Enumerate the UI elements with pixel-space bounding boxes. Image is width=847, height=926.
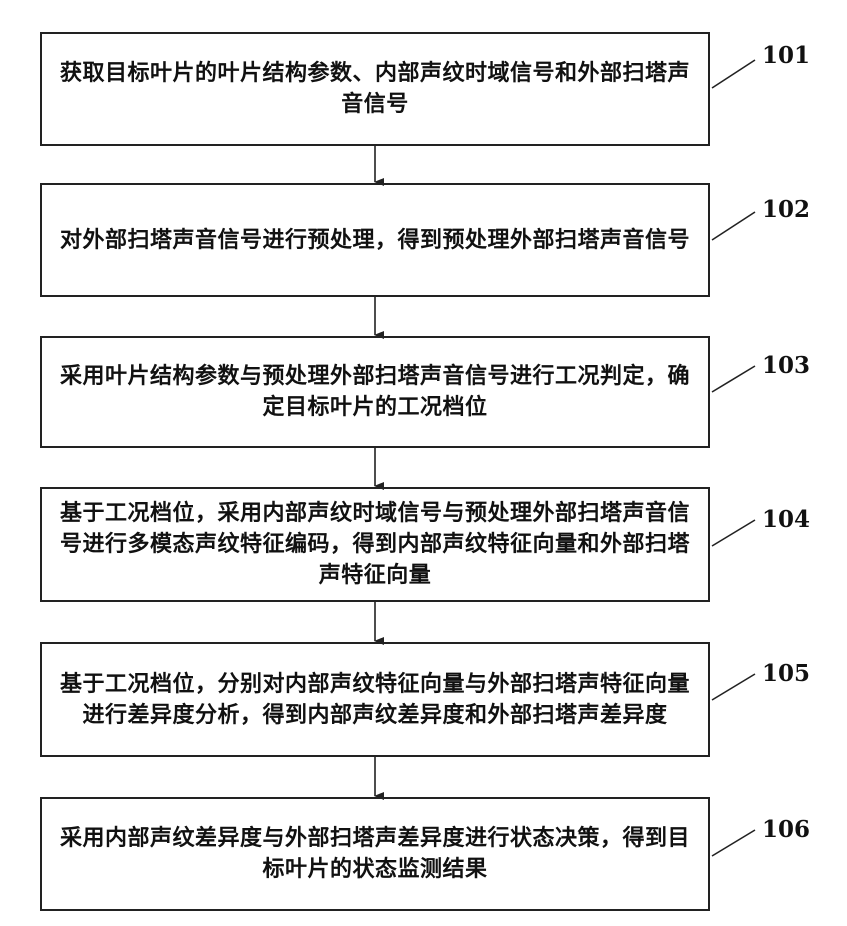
step-text-102: 对外部扫塔声音信号进行预处理，得到预处理外部扫塔声音信号	[44, 225, 706, 256]
step-number-102: 102	[762, 196, 810, 223]
step-number-104: 104	[762, 506, 810, 533]
step-box-101: 获取目标叶片的叶片结构参数、内部声纹时域信号和外部扫塔声音信号	[40, 32, 710, 146]
step-text-103: 采用叶片结构参数与预处理外部扫塔声音信号进行工况判定，确定目标叶片的工况档位	[42, 361, 708, 423]
step-102-label: 对外部扫塔声音信号进行预处理，得到预处理外部扫塔声音信号	[60, 227, 690, 253]
step-number-103: 103	[762, 352, 810, 379]
step-number-105: 105	[762, 660, 810, 687]
leader-line-105	[712, 674, 755, 700]
step-number-106: 106	[762, 816, 810, 843]
step-text-104: 基于工况档位，采用内部声纹时域信号与预处理外部扫塔声音信号进行多模态声纹特征编码…	[42, 498, 708, 591]
step-text-106: 采用内部声纹差异度与外部扫塔声差异度进行状态决策，得到目标叶片的状态监测结果	[42, 823, 708, 885]
step-box-104: 基于工况档位，采用内部声纹时域信号与预处理外部扫塔声音信号进行多模态声纹特征编码…	[40, 487, 710, 602]
leader-line-101	[712, 60, 755, 88]
step-103-label: 采用叶片结构参数与预处理外部扫塔声音信号进行工况判定，确定目标叶片的工况档位	[60, 363, 690, 420]
step-101-label: 获取目标叶片的叶片结构参数、内部声纹时域信号和外部扫塔声音信号	[60, 60, 690, 117]
step-106-label: 采用内部声纹差异度与外部扫塔声差异度进行状态决策，得到目标叶片的状态监测结果	[60, 825, 690, 882]
leader-line-104	[712, 520, 755, 546]
step-box-105: 基于工况档位，分别对内部声纹特征向量与外部扫塔声特征向量进行差异度分析，得到内部…	[40, 642, 710, 757]
step-box-103: 采用叶片结构参数与预处理外部扫塔声音信号进行工况判定，确定目标叶片的工况档位	[40, 336, 710, 448]
leader-lines	[712, 60, 755, 856]
leader-line-102	[712, 212, 755, 240]
step-text-101: 获取目标叶片的叶片结构参数、内部声纹时域信号和外部扫塔声音信号	[42, 58, 708, 120]
step-105-label: 基于工况档位，分别对内部声纹特征向量与外部扫塔声特征向量进行差异度分析，得到内部…	[60, 671, 690, 728]
step-box-106: 采用内部声纹差异度与外部扫塔声差异度进行状态决策，得到目标叶片的状态监测结果	[40, 797, 710, 911]
step-box-102: 对外部扫塔声音信号进行预处理，得到预处理外部扫塔声音信号	[40, 183, 710, 297]
leader-line-103	[712, 366, 755, 392]
leader-line-106	[712, 830, 755, 856]
step-number-101: 101	[762, 42, 810, 69]
step-104-label: 基于工况档位，采用内部声纹时域信号与预处理外部扫塔声音信号进行多模态声纹特征编码…	[60, 500, 690, 588]
step-text-105: 基于工况档位，分别对内部声纹特征向量与外部扫塔声特征向量进行差异度分析，得到内部…	[42, 669, 708, 731]
